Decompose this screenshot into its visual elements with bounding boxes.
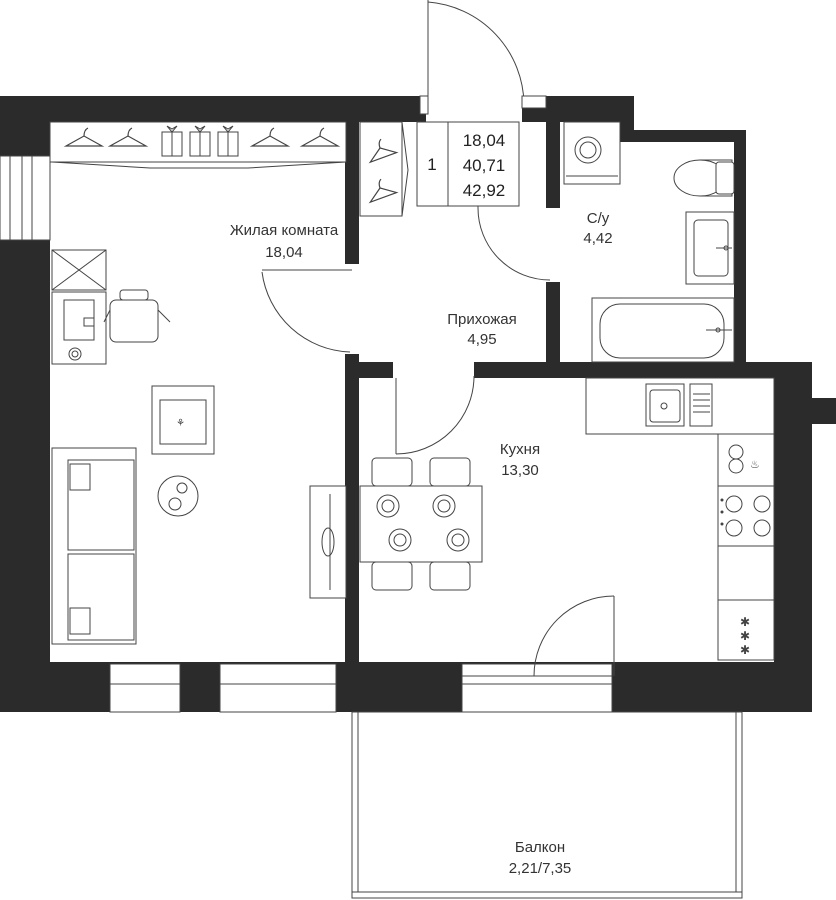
total-area-value: 42,92 (463, 181, 506, 200)
wall-top-right-c (620, 130, 746, 142)
room-name-hall: Прихожая (447, 311, 517, 328)
gift-box-icon (189, 125, 211, 157)
living-total-value: 40,71 (463, 156, 506, 175)
hanger-icon (368, 138, 399, 164)
door-kitchen[interactable] (395, 375, 475, 455)
wardrobe-living (49, 121, 347, 169)
sink-icon-bath (685, 211, 735, 285)
rooms-count: 1 (427, 155, 436, 174)
svg-text:⚘: ⚘ (176, 418, 185, 429)
desk (51, 291, 107, 365)
wall-kitchen-top-left (345, 362, 393, 378)
hangers-hall (368, 138, 399, 204)
hanger-icon (249, 127, 291, 147)
hanger-icon (63, 127, 105, 147)
tv-unit (309, 485, 347, 599)
door-balcony[interactable] (533, 595, 615, 677)
room-name-living: Жилая комната (230, 222, 339, 239)
room-area-balcony: 2,21/7,35 (509, 860, 572, 877)
wall-bath-left (546, 96, 560, 208)
room-name-kitchen: Кухня (500, 441, 540, 458)
area-summary-table: 1 18,04 40,71 42,92 (416, 121, 520, 207)
armchair: ⚘ (151, 385, 215, 455)
stove-icon (717, 485, 775, 547)
entrance-door[interactable] (419, 0, 547, 115)
plant-icon: ♨ (728, 444, 760, 474)
wall-right-stub (800, 398, 836, 424)
room-area-bath: 4,42 (583, 230, 612, 247)
wall-living-right-upper (345, 122, 359, 264)
window-living-bottom-1 (109, 663, 181, 713)
wall-kitchen-top (474, 362, 800, 378)
fridge: ✱ ✱ ✱ (717, 599, 775, 661)
hanger-icon (368, 178, 399, 204)
room-name-bath: С/у (587, 210, 610, 227)
hangers-living (63, 127, 341, 147)
toilet-icon (673, 159, 735, 197)
gift-box-icon (161, 125, 183, 157)
room-name-balcony: Балкон (515, 839, 565, 856)
sink-icon-kitchen (645, 383, 713, 427)
window-left-wall-strip (31, 155, 51, 241)
wardrobe-hall (359, 121, 409, 217)
balcony-outline (351, 711, 743, 899)
wall-right-bath (734, 130, 746, 365)
svg-text:✱: ✱ (740, 629, 750, 643)
hanger-icon (299, 127, 341, 147)
svg-text:✱: ✱ (740, 615, 750, 629)
windows (0, 155, 613, 713)
sofa (51, 447, 137, 645)
living-area-value: 18,04 (463, 131, 506, 150)
balcony (351, 711, 743, 899)
door-bathroom[interactable] (477, 200, 551, 281)
room-labels: Жилая комната 18,04 Прихожая 4,95 С/у 4,… (230, 210, 613, 877)
window-kitchen-bottom (461, 663, 613, 713)
svg-text:✱: ✱ (740, 643, 750, 657)
gift-box-icon (217, 125, 239, 157)
office-chair (103, 289, 171, 343)
room-area-hall: 4,95 (467, 331, 496, 348)
room-area-kitchen: 13,30 (501, 462, 539, 479)
wall-top-right-b (620, 96, 634, 132)
door-living[interactable] (261, 269, 352, 353)
shelving-unit (51, 249, 107, 291)
coffee-table (157, 475, 199, 517)
bathtub-icon (591, 297, 735, 363)
hanger-icon (107, 127, 149, 147)
gift-boxes (161, 125, 239, 157)
room-area-living: 18,04 (265, 244, 303, 261)
washing-machine-icon (563, 121, 621, 185)
window-left (0, 155, 33, 241)
wall-living-right-lower (345, 354, 359, 712)
svg-text:♨: ♨ (750, 458, 760, 471)
wall-top-left (0, 96, 426, 122)
wall-bath-left-lower (546, 282, 560, 366)
window-living-bottom-2 (219, 663, 337, 713)
dining-table (359, 457, 483, 591)
